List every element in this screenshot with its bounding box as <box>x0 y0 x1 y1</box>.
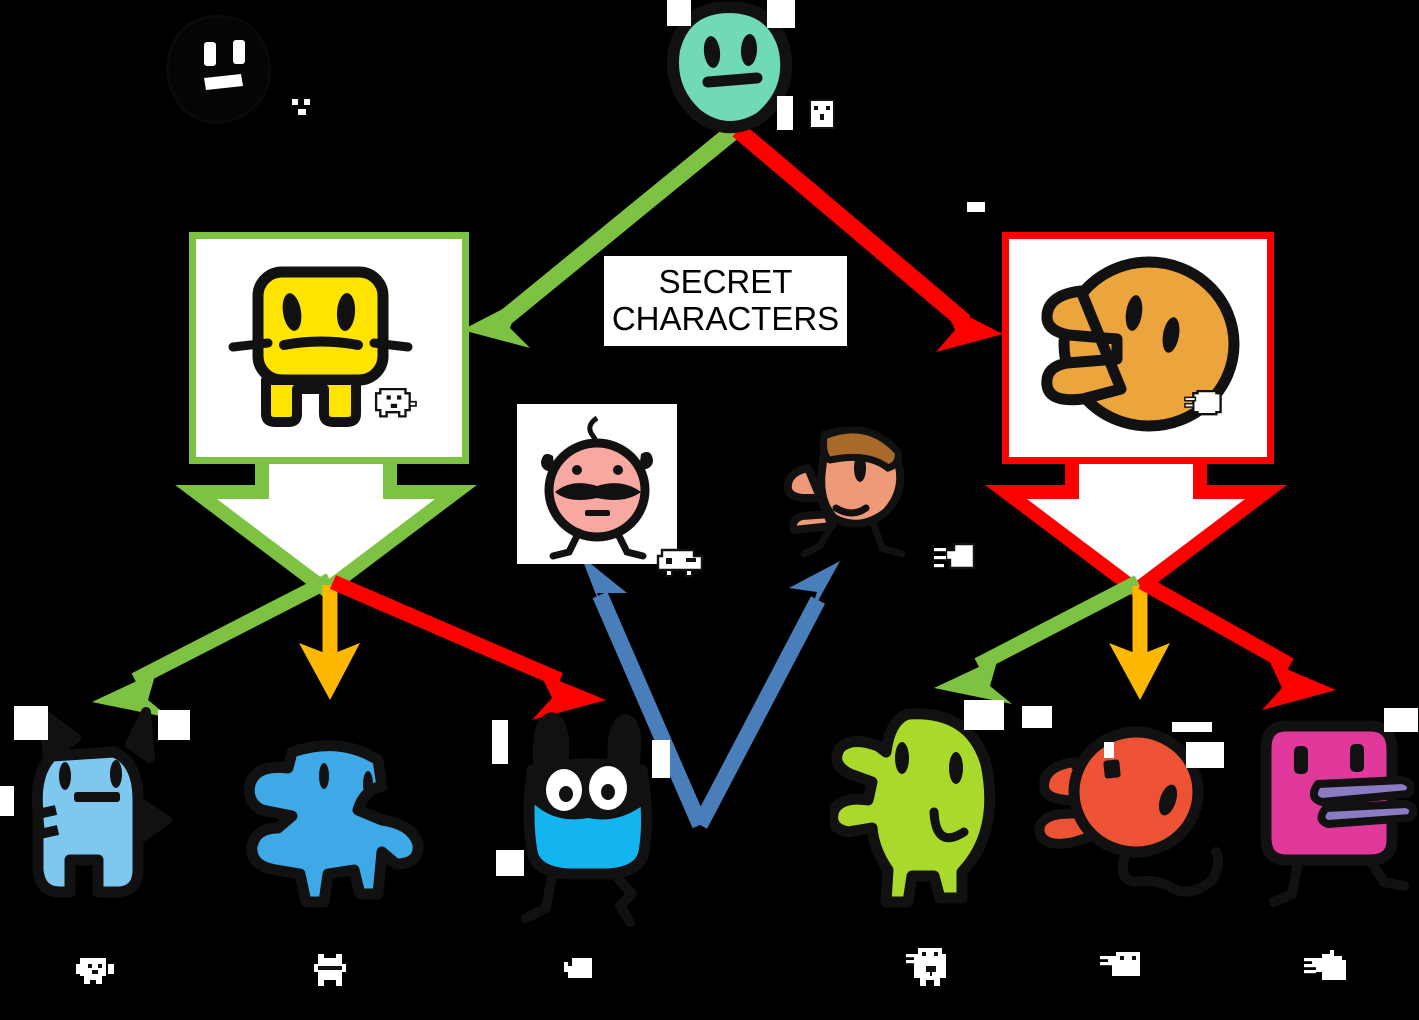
artifact-block <box>964 700 1004 730</box>
artifact-block <box>652 740 670 778</box>
blue-masked-character <box>521 712 653 927</box>
blue-cat-character <box>31 707 172 898</box>
black-blob-character <box>166 14 271 124</box>
black-blob-sprite <box>286 93 316 121</box>
artifact-block <box>1384 708 1418 732</box>
artifact-block <box>158 710 190 740</box>
orange-character <box>1041 256 1240 432</box>
edge-yellow-to-blue-dog <box>299 585 360 700</box>
artifact-block <box>1186 742 1224 768</box>
artifact-block <box>777 96 793 130</box>
edge-root-to-yellow <box>462 123 741 348</box>
edge-orange-to-red-beak <box>1109 586 1170 700</box>
edge-root-to-orange <box>732 123 1003 352</box>
secret-label-line1: SECRET <box>658 263 793 301</box>
artifact-block <box>967 202 985 212</box>
artifact-block <box>667 0 691 26</box>
node-blue-masked-character[interactable] <box>504 700 674 930</box>
node-magenta-beak-character[interactable] <box>1252 710 1419 920</box>
node-orange-character-box[interactable] <box>1002 232 1274 464</box>
edge-orange-to-lime <box>934 575 1142 704</box>
edge-yellow-to-blue-masked <box>330 575 606 720</box>
edge-orange-to-magenta <box>1138 575 1336 710</box>
artifact-block <box>1104 742 1114 758</box>
node-pink-mustache-character[interactable] <box>517 404 677 564</box>
node-black-blob-character[interactable] <box>160 12 280 130</box>
red-beak-character <box>1034 726 1224 897</box>
magenta-beak-character <box>1260 720 1418 907</box>
blue-dog-character <box>243 740 424 908</box>
secret-characters-label: SECRET CHARACTERS <box>604 256 847 346</box>
pink-mustache-sprite <box>654 540 710 584</box>
pink-mustache-character <box>541 415 653 560</box>
artifact-block <box>767 0 795 28</box>
blue-dog-sprite <box>308 948 352 996</box>
yellow-character-sprite <box>374 387 417 418</box>
artifact-block <box>0 786 14 816</box>
brown-hair-sprite <box>934 538 986 578</box>
red-beak-sprite <box>1096 944 1154 988</box>
artifact-block <box>1172 722 1212 732</box>
node-lime-blob-character[interactable] <box>827 700 1020 920</box>
node-brown-hair-person[interactable] <box>768 408 928 574</box>
node-red-beak-character[interactable] <box>1030 712 1240 912</box>
blue-masked-sprite <box>556 950 604 990</box>
blue-cat-sprite <box>72 950 118 996</box>
node-teal-blob-character[interactable] <box>660 0 800 137</box>
lime-blob-sprite <box>902 940 960 992</box>
edge-yellow-to-blue-cat <box>92 573 334 718</box>
artifact-block <box>14 706 48 740</box>
lime-blob-character <box>827 708 996 908</box>
node-blue-cat-character[interactable] <box>18 700 188 930</box>
teal-character-sprite <box>804 98 840 132</box>
teal-blob-character <box>667 0 793 134</box>
node-yellow-character-box[interactable] <box>189 232 469 464</box>
edge-blue-to-secret-right <box>692 561 840 829</box>
brown-hair-person <box>783 426 906 558</box>
artifact-block <box>496 850 524 876</box>
magenta-beak-sprite <box>1302 944 1358 990</box>
artifact-block <box>1022 706 1052 728</box>
orange-character-sprite <box>1184 389 1222 416</box>
artifact-block <box>492 720 508 764</box>
yellow-character <box>228 266 417 427</box>
node-blue-dog-character[interactable] <box>232 724 432 924</box>
edge-blue-to-secret-left <box>581 556 708 829</box>
secret-label-line2: CHARACTERS <box>611 300 840 337</box>
